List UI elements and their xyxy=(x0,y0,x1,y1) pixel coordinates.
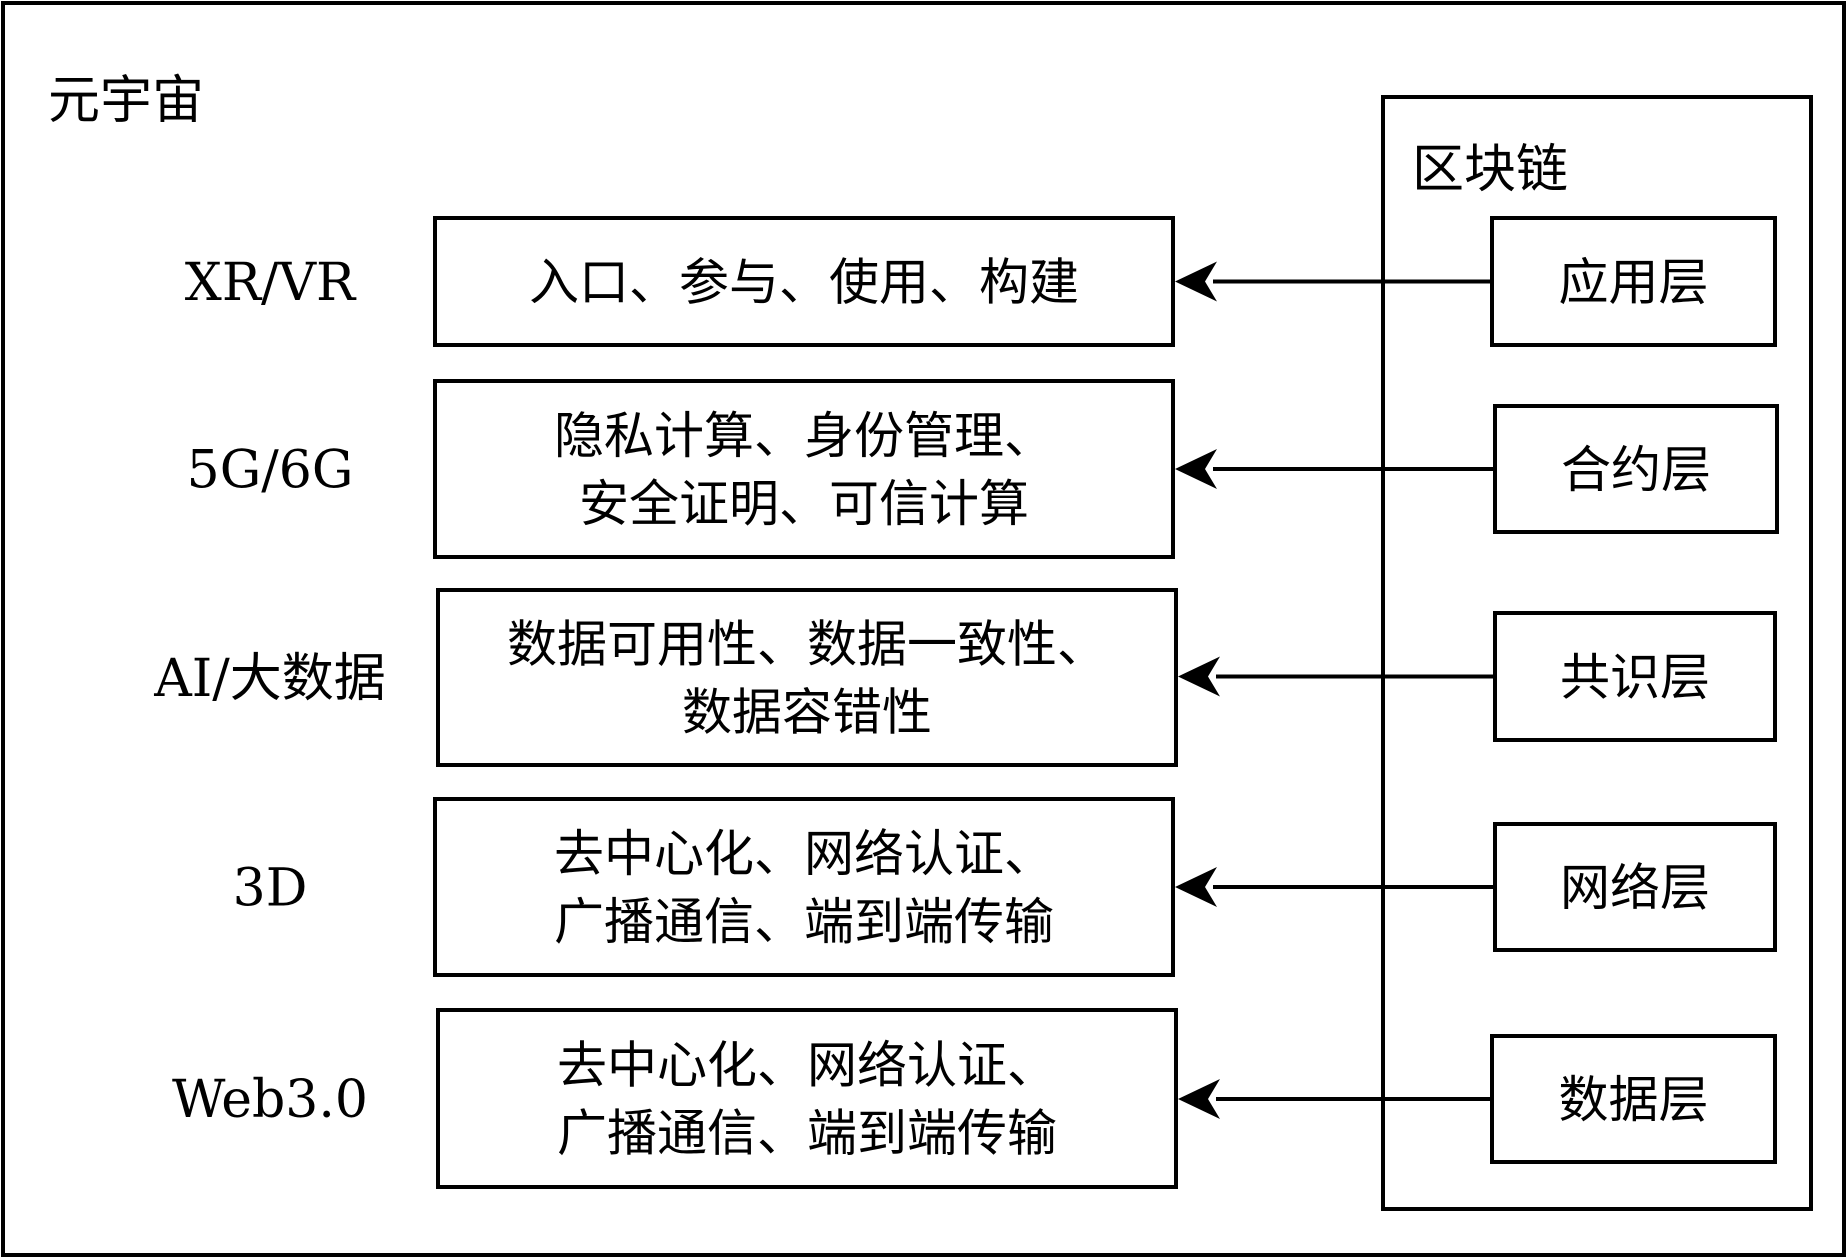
function-text: 隐私计算、身份管理、 xyxy=(554,407,1054,465)
function-box xyxy=(433,797,1175,977)
arrow-head xyxy=(1178,1079,1220,1119)
blockchain-frame xyxy=(1381,95,1813,1211)
blockchain-layer-label: 网络层 xyxy=(1560,859,1710,917)
arrow-head xyxy=(1175,449,1217,489)
function-box xyxy=(433,379,1175,559)
technology-label: Web3.0 xyxy=(172,1070,368,1130)
metaverse-title: 元宇宙 xyxy=(48,71,204,131)
function-text: 数据可用性、数据一致性、 xyxy=(507,616,1107,674)
function-text: 去中心化、网络认证、 xyxy=(557,1037,1057,1095)
technology-label: 3D xyxy=(233,859,308,919)
function-box xyxy=(436,588,1178,767)
blockchain-layer-label: 共识层 xyxy=(1560,649,1710,707)
blockchain-layer-label: 数据层 xyxy=(1559,1071,1709,1129)
technology-label: 5G/6G xyxy=(187,441,354,501)
blockchain-layer-box xyxy=(1490,1034,1777,1164)
arrow-head xyxy=(1175,261,1217,302)
arrow-head xyxy=(1175,867,1217,907)
row-3: AI/大数据 数据可用性、数据一致性、数据容错性 共识层 xyxy=(153,588,1777,767)
row-2: 5G/6G 隐私计算、身份管理、安全证明、可信计算 合约层 xyxy=(187,379,1779,559)
arrow-head xyxy=(1178,656,1220,697)
blockchain-layer-label: 合约层 xyxy=(1561,441,1711,499)
technology-label: XR/VR xyxy=(185,253,357,313)
blockchain-layer-label: 应用层 xyxy=(1559,254,1709,312)
diagram-rows: XR/VR 入口、参与、使用、构建 应用层 5G/6G 隐私计算、身份管理、安全证明、可… xyxy=(153,216,1779,1189)
function-box xyxy=(436,1008,1178,1189)
function-text: 数据容错性 xyxy=(682,684,932,742)
function-text: 入口、参与、使用、构建 xyxy=(529,254,1079,312)
blockchain-layer-box xyxy=(1493,822,1777,952)
function-text: 安全证明、可信计算 xyxy=(579,475,1029,533)
function-text: 广播通信、端到端传输 xyxy=(557,1105,1057,1163)
row-5: Web3.0 去中心化、网络认证、广播通信、端到端传输 数据层 xyxy=(172,1008,1777,1189)
technology-label: AI/大数据 xyxy=(153,649,386,709)
blockchain-title: 区块链 xyxy=(1412,140,1568,200)
row-1: XR/VR 入口、参与、使用、构建 应用层 xyxy=(185,216,1777,347)
blockchain-layer-box xyxy=(1493,404,1779,534)
row-4: 3D 去中心化、网络认证、广播通信、端到端传输 网络层 xyxy=(233,797,1777,977)
blockchain-layer-box xyxy=(1493,611,1777,742)
function-text: 去中心化、网络认证、 xyxy=(554,825,1054,883)
function-text: 广播通信、端到端传输 xyxy=(554,893,1054,951)
function-box xyxy=(433,216,1175,347)
